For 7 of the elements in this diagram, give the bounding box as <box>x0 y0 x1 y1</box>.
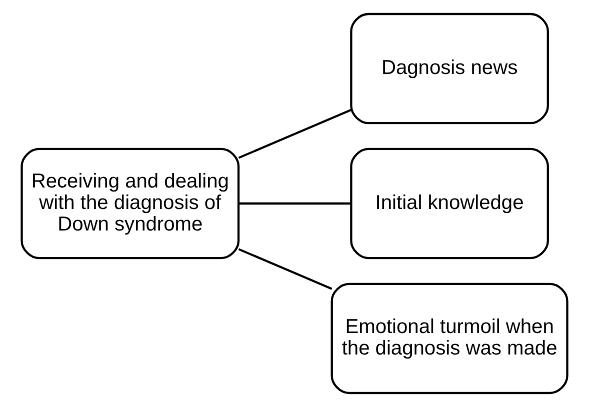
connector <box>238 202 352 205</box>
connector <box>238 108 352 159</box>
connector <box>238 248 332 290</box>
node-box: Receiving and dealing with the diagnosis of Down syndrome <box>20 148 240 260</box>
node-box: Initial knowledge <box>350 148 549 260</box>
node-box: Emotional turmoil when the diagnosis was made <box>330 282 568 394</box>
node-box: Dagnosis news <box>350 12 549 124</box>
